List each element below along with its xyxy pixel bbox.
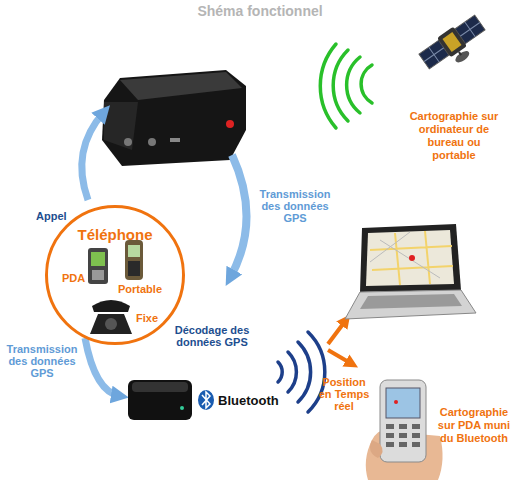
- bluetooth-waves: [298, 342, 311, 402]
- gps-transmission-arrow: [230, 155, 247, 278]
- arrow-label: Transmission des données GPS: [4, 343, 80, 379]
- pda-in-hand: [366, 380, 443, 480]
- landline-phone: [92, 300, 130, 312]
- laptop: [360, 224, 461, 292]
- bluetooth-receiver: [132, 382, 188, 392]
- device-label: Portable: [118, 283, 162, 295]
- telephone-circle: TéléphonePDA PortableFixe: [45, 205, 185, 345]
- bluetooth-receiver: [180, 406, 184, 410]
- bluetooth-receiver: [128, 380, 192, 420]
- position-arrows: [328, 350, 352, 364]
- bluetooth-logo: [198, 390, 214, 410]
- gps-signal-waves: [333, 50, 348, 121]
- gps-tracker: [102, 70, 246, 166]
- laptop: [345, 290, 476, 319]
- pda-in-hand: [386, 442, 394, 447]
- gps-tracker: [148, 138, 156, 146]
- mobile-phone: [125, 240, 143, 280]
- satellite: [453, 49, 471, 65]
- pda-in-hand: [399, 433, 407, 438]
- bluetooth-waves: [278, 362, 282, 382]
- mobile-phone: [128, 261, 140, 276]
- gps-tracker: [120, 72, 242, 100]
- mobile-phone: [125, 240, 143, 280]
- position-arrows: [328, 320, 346, 344]
- laptop: [345, 224, 476, 319]
- gps-signal-waves: [347, 57, 360, 113]
- gps-signal-waves: [320, 44, 372, 128]
- pda-in-hand: [412, 433, 420, 438]
- position-label: Position en Temps réel: [316, 376, 372, 412]
- laptop: [409, 255, 415, 261]
- device-label: PDA: [62, 272, 85, 284]
- pda-in-hand: [386, 433, 394, 438]
- bluetooth-waves: [288, 352, 296, 392]
- pda-in-hand: [370, 440, 383, 458]
- pda-in-hand: [394, 400, 398, 404]
- pda-in-hand: [380, 380, 426, 462]
- decoding-label: Décodage des données GPS: [168, 324, 256, 348]
- satellite: [442, 32, 461, 52]
- bluetooth-logo: [202, 392, 210, 408]
- gps-signal-waves: [361, 65, 372, 103]
- gps-tracker: [102, 70, 246, 166]
- pda-in-hand: [412, 424, 420, 429]
- call-label: Appel: [36, 210, 67, 222]
- mobile-phone: [128, 245, 140, 257]
- bluetooth-waves: [278, 332, 325, 412]
- pda-phone: [92, 270, 104, 280]
- gps-tracker: [226, 120, 234, 128]
- arrow-label: Transmission des données GPS: [256, 188, 334, 224]
- pda-phone: [88, 248, 108, 284]
- laptop: [370, 231, 453, 285]
- circle-heading: Téléphone: [48, 226, 182, 243]
- pda-caption: Cartographie sur PDA muni du Bluetooth: [432, 406, 516, 445]
- pda-in-hand: [386, 424, 394, 429]
- laptop: [366, 230, 454, 286]
- pda-phone: [88, 248, 108, 284]
- pda-in-hand: [386, 388, 420, 418]
- satellite: [459, 52, 461, 55]
- pda-in-hand: [399, 424, 407, 429]
- gps-tracker: [124, 138, 132, 146]
- landline-phone: [105, 318, 117, 330]
- bluetooth-logo: [198, 390, 214, 410]
- satellite: [417, 13, 492, 80]
- laptop: [370, 232, 440, 278]
- pda-in-hand: [412, 442, 420, 447]
- call-arrow: [82, 112, 104, 200]
- pda-phone: [91, 252, 105, 266]
- landline-phone: [90, 314, 132, 334]
- laptop: [360, 294, 462, 309]
- pda-in-hand: [399, 442, 407, 447]
- gps-signal-waves: [320, 44, 336, 128]
- gps-tracker: [104, 102, 138, 150]
- diagram-title: Shéma fonctionnel: [160, 3, 360, 19]
- pda-in-hand: [386, 424, 420, 447]
- gps-tracker: [170, 138, 180, 142]
- satellite: [419, 15, 485, 69]
- device-label: Fixe: [136, 312, 158, 324]
- gps-transmission-arrow: [85, 338, 120, 396]
- laptop-caption: Cartographie sur ordinateur de bureau ou…: [408, 110, 500, 162]
- position-arrows: [328, 320, 352, 364]
- landline-phone: [90, 300, 132, 334]
- bluetooth-receiver: [128, 380, 192, 420]
- bluetooth-wordmark: Bluetooth: [218, 393, 279, 408]
